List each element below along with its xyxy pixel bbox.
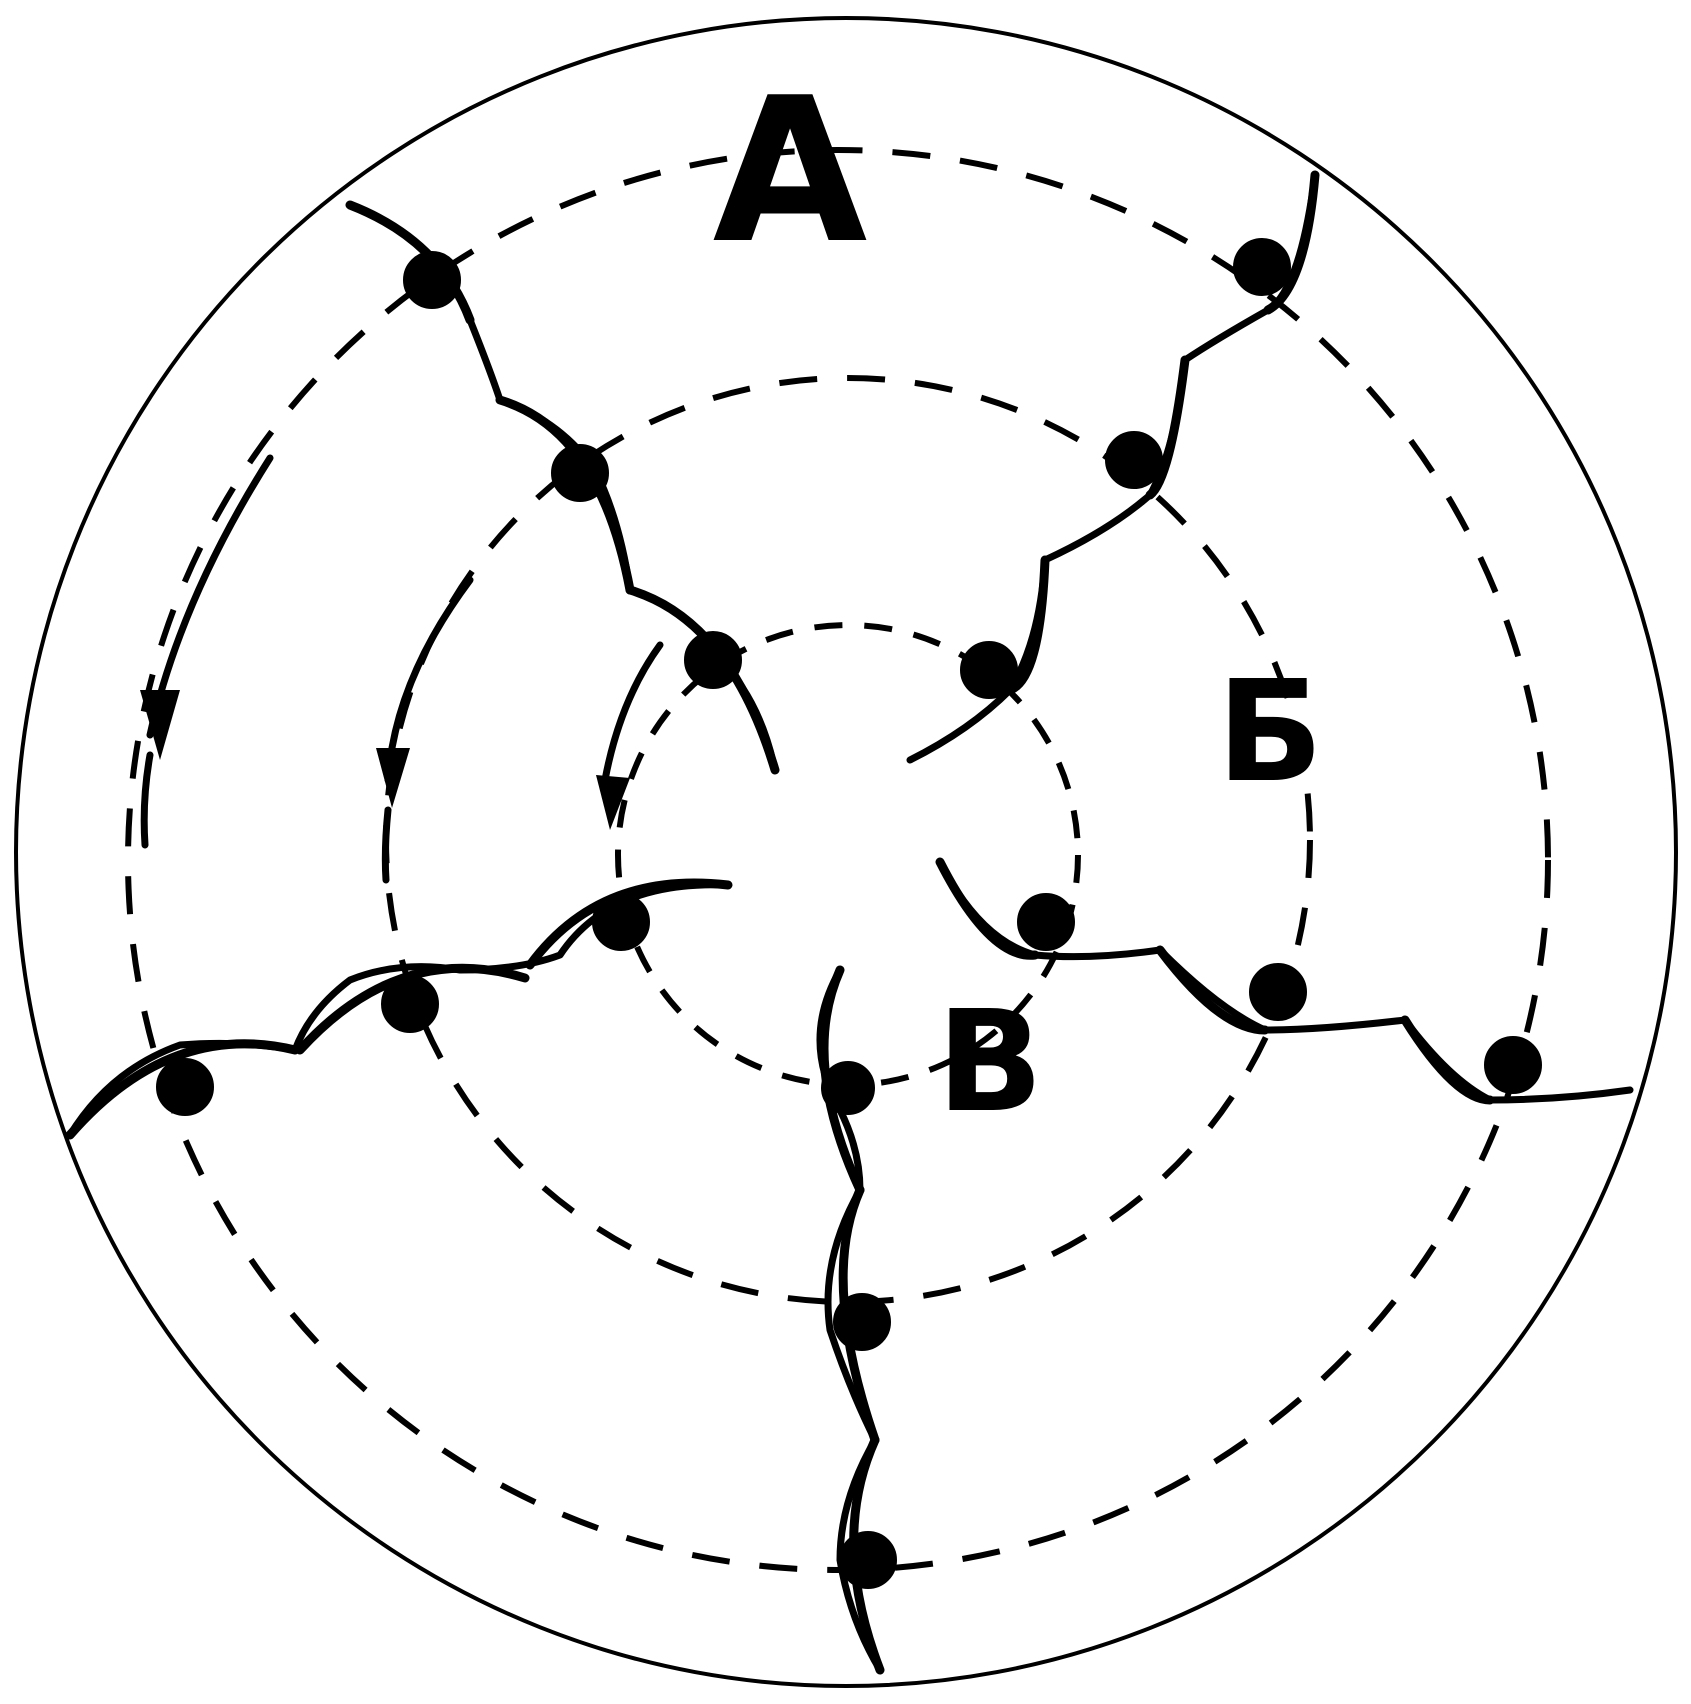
- rotation-arrow-outer: [140, 458, 270, 845]
- spoke-upper-left: [350, 205, 775, 770]
- spoke-left: [70, 883, 728, 1135]
- spoke-bottom: [820, 970, 896, 1670]
- label-b: Б: [1217, 651, 1324, 814]
- rotation-arrow-middle: [376, 580, 470, 880]
- label-a: А: [713, 55, 868, 288]
- label-v: В: [937, 981, 1044, 1144]
- spoke-right: [940, 862, 1630, 1100]
- rotation-arrow-inner: [596, 645, 660, 830]
